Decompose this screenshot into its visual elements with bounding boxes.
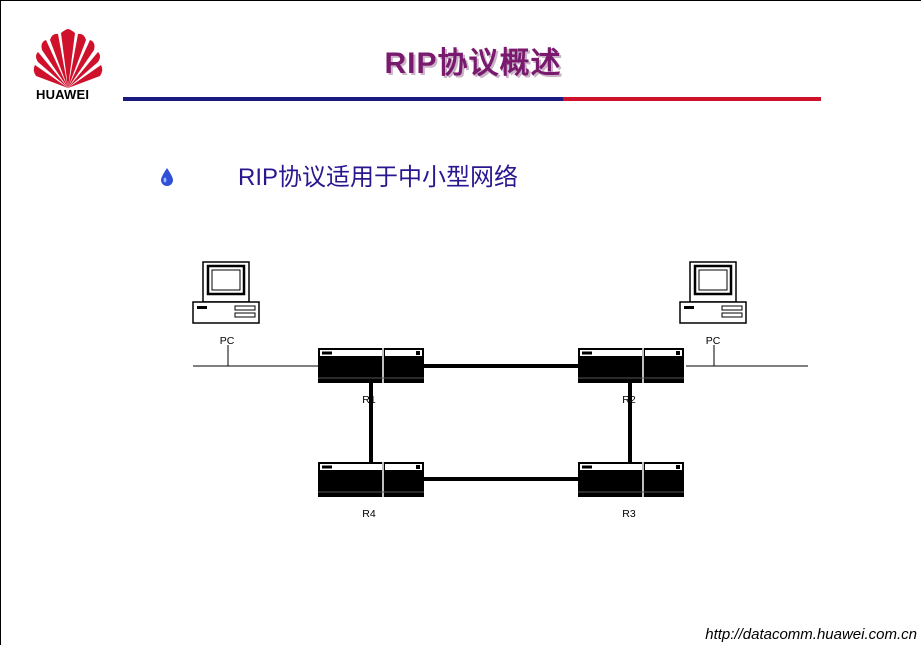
left-lan-line — [193, 345, 318, 367]
router-r3-label: R3 — [622, 508, 636, 520]
router-r3-icon — [577, 461, 685, 498]
router-r4-icon — [317, 461, 425, 498]
router-r1-icon — [317, 347, 425, 384]
router-r4-label: R4 — [362, 508, 376, 520]
title-rule-blue — [123, 97, 563, 101]
pc-left-label: PC — [220, 335, 235, 347]
right-lan-line — [686, 345, 808, 367]
router-r2-label: R2 — [622, 394, 636, 406]
footer-url: http://datacomm.huawei.com.cn — [705, 626, 917, 643]
huawei-logo-icon — [33, 29, 103, 88]
pc-right-label: PC — [706, 335, 721, 347]
bullet-text: RIP协议适用于中小型网络 — [238, 164, 519, 191]
pc-left-icon — [191, 260, 261, 325]
router-r1-label: R1 — [362, 394, 376, 406]
page-title: RIP协议概述 — [384, 47, 562, 80]
title-rule-red — [563, 97, 821, 101]
router-r2-icon — [577, 347, 685, 384]
pc-right-icon — [678, 260, 748, 325]
brand-name: HUAWEI — [36, 87, 90, 102]
water-drop-bullet-icon — [161, 168, 173, 186]
